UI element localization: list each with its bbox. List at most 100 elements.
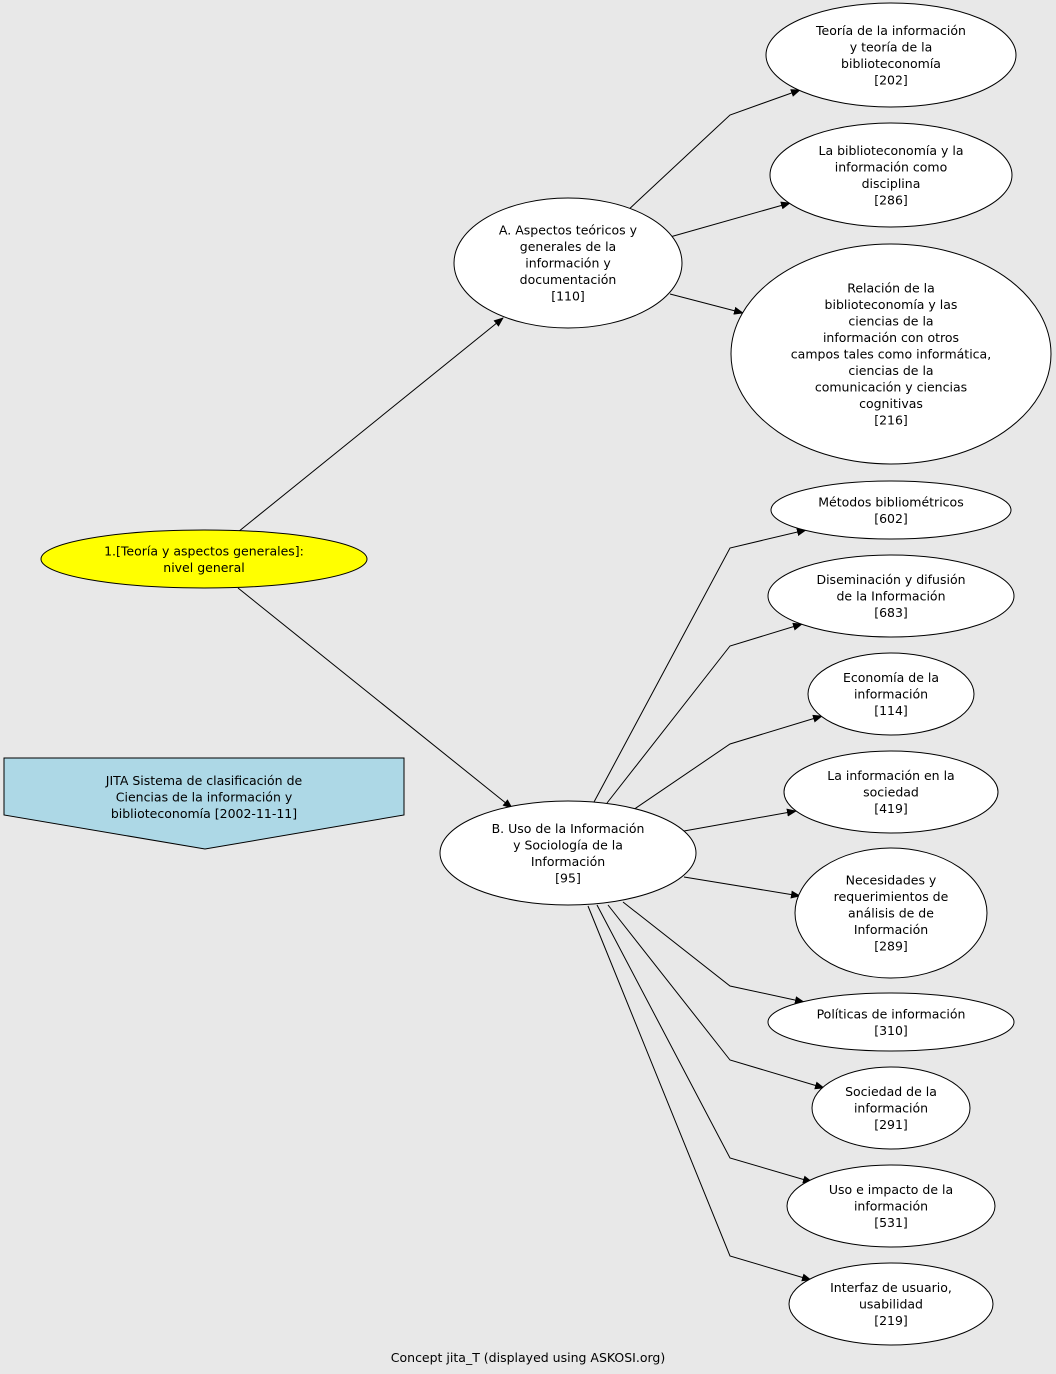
node-a-child-3-line: Relación de la [847, 281, 935, 296]
node-a-child-1-line: Teoría de la información [815, 23, 966, 38]
node-b-child-2[interactable]: Diseminación y difusión de la Información… [767, 554, 1015, 638]
node-b-child-5-line: Necesidades y [846, 873, 937, 888]
node-a-child-3-line: información con otros [823, 330, 959, 345]
edge-b-1 [593, 528, 807, 803]
node-a-child-3-line: comunicación y ciencias [815, 380, 967, 395]
node-a-child-3-line: ciencias de la [848, 314, 933, 329]
node-b-child-6-line: Políticas de información [817, 1006, 966, 1021]
node-a-child-3-line: [216] [874, 413, 908, 428]
edge-b-5 [683, 876, 801, 899]
banner-text-line: biblioteconomía [2002-11-11] [111, 806, 297, 821]
node-b-child-7-shape [811, 1066, 971, 1150]
banner-text-line: JITA Sistema de clasificación de [105, 773, 303, 788]
node-b-child-7-line: Sociedad de la [845, 1084, 937, 1099]
root-node-line: nivel general [163, 560, 244, 575]
node-b-child-3[interactable]: Economía de la información[114] [807, 652, 975, 736]
node-b-child-5-line: [289] [874, 939, 908, 954]
node-b-line: [95] [555, 870, 581, 885]
node-b-child-4-shape [783, 750, 999, 834]
node-b-child-1-line: [602] [874, 511, 908, 526]
edge-b-7 [607, 904, 825, 1090]
node-a-line: generales de la [520, 239, 616, 254]
node-a-child-2-line: La biblioteconomía y la [818, 143, 963, 158]
node-b-child-3-shape [807, 652, 975, 736]
node-b-child-2-line: Diseminación y difusión [816, 572, 965, 587]
node-b-child-4-line: [419] [874, 801, 908, 816]
node-b-child-3-line: información [854, 687, 928, 702]
node-a-child-2-shape [769, 122, 1013, 228]
node-b-child-9-line: [219] [874, 1313, 908, 1328]
node-a-shape [453, 197, 683, 329]
node-b-child-9-line: usabilidad [859, 1297, 923, 1312]
node-a-child-2-line: disciplina [862, 176, 921, 191]
node-b-line: Información [531, 854, 605, 869]
node-b-child-4-line: sociedad [863, 785, 919, 800]
node-a-child-2-line: [286] [874, 192, 908, 207]
node-a-child-1-line: biblioteconomía [841, 56, 941, 71]
edge-root-b [237, 587, 513, 809]
nodes: JITA Sistema de clasificación de Ciencias… [3, 2, 1052, 1346]
node-a-child-3-shape [730, 243, 1052, 465]
node-b-child-3-line: [114] [874, 703, 908, 718]
node-b-child-7[interactable]: Sociedad de la información[291] [811, 1066, 971, 1150]
node-b-line: B. Uso de la Información [492, 821, 645, 836]
node-a-child-3-line: cognitivas [859, 396, 923, 411]
node-b-child-1[interactable]: Métodos bibliométricos [602] [770, 480, 1012, 540]
node-b-child-1-shape [770, 480, 1012, 540]
edge-b-2 [606, 622, 803, 804]
node-b-child-7-line: [291] [874, 1117, 908, 1132]
banner-text-line: Ciencias de la información y [116, 790, 293, 805]
node-b-child-9-shape [788, 1262, 994, 1346]
edge-b-3 [632, 714, 823, 811]
node-a-child-3-line: campos tales como informática, [791, 347, 991, 362]
node-b-shape [439, 800, 697, 906]
node-b-child-2-line: [683] [874, 605, 908, 620]
node-a-child-2-line: información como [835, 159, 947, 174]
edge-b-9 [587, 905, 812, 1282]
edges [237, 89, 825, 1282]
footer-caption: Concept jita_T (displayed using ASKOSI.o… [391, 1350, 665, 1365]
node-a-line: documentación [520, 272, 617, 287]
node-b-child-2-line: de la Información [836, 589, 945, 604]
node-b-child-5-line: requerimientos de [834, 889, 949, 904]
node-a-line: A. Aspectos teóricos y [499, 223, 638, 238]
node-b-child-4-line: La información en la [827, 768, 954, 783]
edge-b-8 [596, 904, 813, 1184]
title-banner: JITA Sistema de clasificación de Ciencias… [3, 757, 405, 850]
node-a-child-1-line: [202] [874, 72, 908, 87]
node-b-child-5-line: Información [854, 922, 928, 937]
node-b-child-7-line: información [854, 1101, 928, 1116]
edge-a-1 [625, 89, 801, 213]
node-b-line: y Sociología de la [513, 837, 623, 852]
edge-b-4 [683, 808, 797, 832]
node-a-child-3-line: ciencias de la [848, 363, 933, 378]
node-a-child-1-line: y teoría de la [850, 39, 933, 54]
banner-shape [3, 757, 405, 850]
node-b-child-8-line: información [854, 1199, 928, 1214]
node-b-child-9[interactable]: Interfaz de usuario, usabilidad[219] [788, 1262, 994, 1346]
root-node[interactable]: 1.[Teoría y aspectos generales]: nivel ge… [40, 529, 368, 589]
node-b-child-3-line: Economía de la [843, 670, 939, 685]
node-a-child-1-shape [765, 2, 1017, 108]
node-a-line: [110] [551, 289, 585, 304]
edge-a-3 [669, 293, 744, 315]
node-b-child-8-line: Uso e impacto de la [829, 1182, 953, 1197]
node-b-child-6-shape [767, 992, 1015, 1052]
node-b-child-4[interactable]: La información en la sociedad[419] [783, 750, 999, 834]
node-b-child-1-line: Métodos bibliométricos [818, 494, 963, 509]
node-a-line: información y [525, 256, 611, 271]
edge-b-6 [622, 901, 805, 1005]
node-b-child-2-shape [767, 554, 1015, 638]
node-b-child-9-line: Interfaz de usuario, [830, 1280, 952, 1295]
node-b-child-6-line: [310] [874, 1023, 908, 1038]
root-node-line: 1.[Teoría y aspectos generales]: [104, 543, 304, 558]
node-b-child-6[interactable]: Políticas de información [310] [767, 992, 1015, 1052]
node-b-child-8-shape [786, 1164, 996, 1248]
